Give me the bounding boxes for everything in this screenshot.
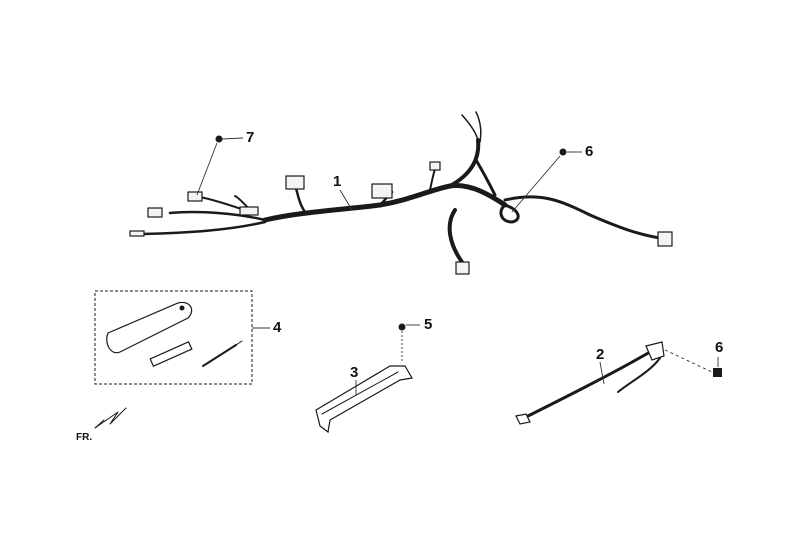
callout-6-upper: 6 xyxy=(585,143,594,160)
part-3-bracket xyxy=(315,365,413,434)
connector xyxy=(129,230,145,237)
front-direction-label: FR. xyxy=(76,432,93,443)
part-6-lower-bolt xyxy=(664,349,722,377)
front-direction-arrow xyxy=(94,407,127,429)
callout-3: 3 xyxy=(350,364,359,381)
callout-2: 2 xyxy=(596,346,605,363)
callout-6-lower: 6 xyxy=(715,339,724,356)
callout-7: 7 xyxy=(246,129,255,146)
part-6-upper-clip xyxy=(511,148,582,213)
callout-5: 5 xyxy=(424,316,433,333)
part-5-bolt xyxy=(398,323,420,362)
callout-4: 4 xyxy=(273,319,282,336)
main-wiring-harness xyxy=(129,111,673,275)
connector xyxy=(429,161,441,171)
connector xyxy=(285,175,305,190)
connector xyxy=(371,183,393,199)
part-7-clip xyxy=(196,135,244,196)
part-2-cable xyxy=(515,341,665,425)
part-4-tool-kit xyxy=(94,290,270,385)
connector xyxy=(147,207,163,218)
connector xyxy=(455,261,470,275)
connector xyxy=(657,231,673,247)
connector xyxy=(239,206,259,216)
callout-1: 1 xyxy=(333,173,342,190)
connector xyxy=(187,191,203,202)
leader-line-1 xyxy=(339,189,353,211)
